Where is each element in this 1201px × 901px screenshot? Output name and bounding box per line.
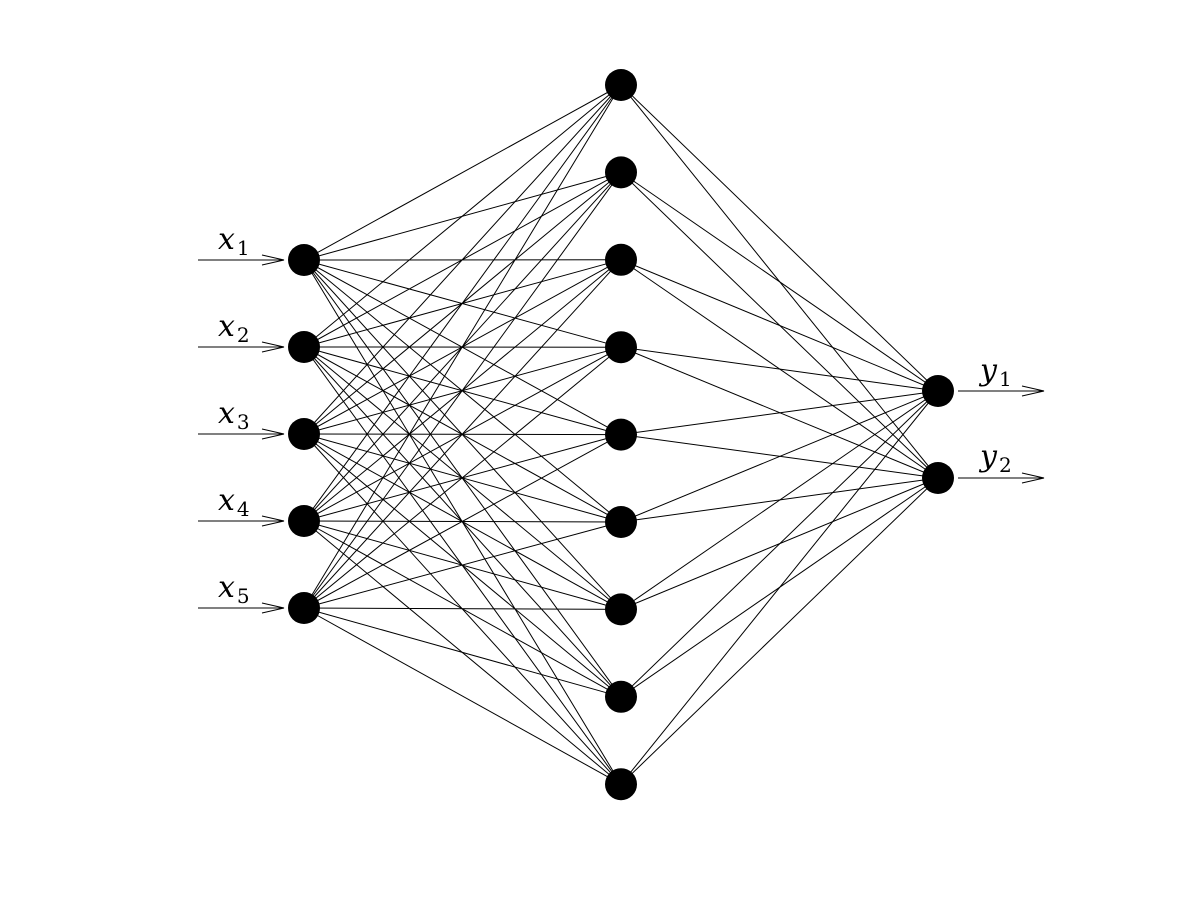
connection-h3-out1 bbox=[620, 259, 939, 392]
input-node-2 bbox=[288, 331, 320, 363]
connection-in5-h6 bbox=[303, 521, 622, 609]
input-node-3 bbox=[288, 418, 320, 450]
output-arrowhead-1 bbox=[1021, 385, 1045, 397]
hidden-node-3 bbox=[605, 243, 637, 276]
output-arrowhead-2 bbox=[1021, 472, 1045, 484]
hidden-node-9 bbox=[605, 768, 637, 801]
connection-in5-h3 bbox=[303, 259, 622, 609]
hidden-node-4 bbox=[605, 331, 637, 364]
connection-h1-out1 bbox=[620, 84, 939, 392]
connection-in5-h4 bbox=[303, 346, 622, 609]
connection-in4-h1 bbox=[303, 84, 622, 522]
io-arrows bbox=[198, 254, 1045, 614]
hidden-node-2 bbox=[605, 156, 637, 189]
connection-in5-h1 bbox=[303, 84, 622, 609]
connection-h2-out1 bbox=[620, 171, 939, 392]
connection-in5-h5 bbox=[303, 434, 622, 609]
connection-in5-h8 bbox=[303, 607, 622, 698]
connection-h7-out1 bbox=[620, 390, 939, 610]
connection-h4-out1 bbox=[620, 346, 939, 392]
connections bbox=[303, 84, 939, 785]
input-arrowhead-1 bbox=[261, 254, 285, 266]
connection-in1-h1 bbox=[303, 84, 622, 261]
output-node-1 bbox=[922, 375, 954, 407]
hidden-node-1 bbox=[605, 69, 637, 101]
input-arrowhead-3 bbox=[261, 428, 285, 440]
input-arrowhead-4 bbox=[261, 515, 285, 527]
connection-in5-h2 bbox=[303, 172, 622, 609]
neurons bbox=[288, 69, 954, 801]
connection-h5-out1 bbox=[620, 390, 939, 436]
connection-h9-out1 bbox=[620, 390, 939, 785]
connection-in2-h1 bbox=[303, 84, 622, 348]
input-arrowhead-2 bbox=[261, 341, 285, 353]
connection-h6-out1 bbox=[620, 390, 939, 523]
input-node-4 bbox=[288, 505, 320, 537]
hidden-node-7 bbox=[605, 593, 637, 626]
hidden-node-8 bbox=[605, 680, 637, 713]
input-arrowhead-5 bbox=[261, 602, 285, 614]
hidden-node-6 bbox=[605, 506, 637, 538]
connection-in5-h7 bbox=[303, 607, 622, 610]
input-node-5 bbox=[288, 592, 320, 624]
connection-h8-out1 bbox=[620, 390, 939, 698]
input-node-1 bbox=[288, 244, 320, 276]
connection-in5-h9 bbox=[303, 607, 622, 785]
connection-in3-h1 bbox=[303, 84, 622, 435]
connection-h9-out2 bbox=[620, 477, 939, 785]
hidden-node-5 bbox=[605, 418, 637, 451]
output-node-2 bbox=[922, 462, 954, 494]
